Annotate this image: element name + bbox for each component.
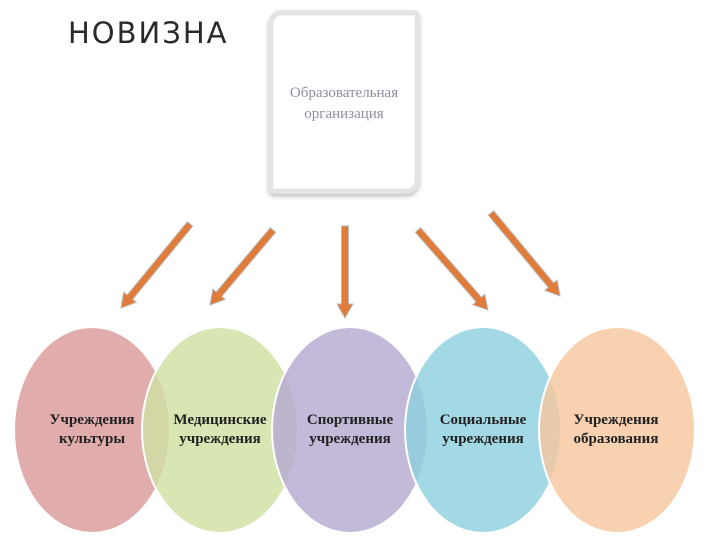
educational-organization-label: Образовательная организация: [289, 85, 399, 122]
arrow-to-education: [487, 210, 561, 297]
arrow-to-sports: [336, 225, 354, 320]
arrow-to-medical: [209, 226, 277, 306]
arrow-to-culture: [120, 221, 194, 309]
slide-title: НОВИЗНА: [68, 16, 229, 50]
ellipse-education: [538, 326, 696, 534]
educational-organization-box: Образовательная организация: [268, 10, 420, 194]
ellipses-group: [13, 326, 696, 534]
arrow-to-social: [414, 226, 489, 311]
arrows-group: [120, 210, 561, 320]
